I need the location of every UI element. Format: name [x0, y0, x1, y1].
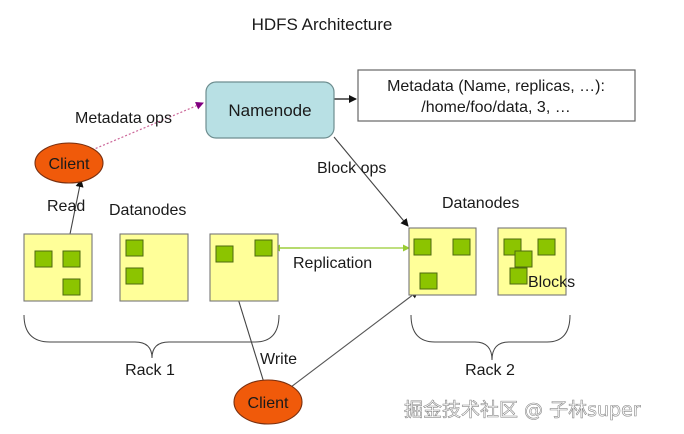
block — [62, 278, 81, 296]
metadata-ops-label: Metadata ops — [75, 110, 172, 127]
namenode-label: Namenode — [228, 101, 311, 120]
datanode-rack1-1[interactable] — [23, 233, 93, 302]
block — [254, 239, 273, 257]
watermark: 掘金技术社区 @ 子林super — [404, 399, 641, 421]
block — [537, 238, 556, 256]
block-ops-arrow — [333, 136, 409, 227]
block — [125, 267, 144, 285]
block — [452, 238, 471, 256]
client-read[interactable]: Client — [34, 142, 104, 184]
datanode-rack2-1[interactable] — [408, 227, 477, 296]
block — [215, 245, 234, 263]
block — [125, 239, 144, 257]
rack1-label: Rack 1 — [125, 362, 175, 379]
metadata-line-2: /home/foo/data, 3, … — [421, 99, 570, 116]
write-arrow-rack2 — [286, 290, 419, 391]
namenode[interactable]: Namenode — [205, 81, 335, 139]
block — [413, 238, 432, 256]
block — [514, 250, 533, 268]
client-write[interactable]: Client — [233, 379, 303, 425]
datanode-rack1-3[interactable] — [209, 233, 279, 302]
datanodes-label-rack2: Datanodes — [442, 195, 519, 212]
block — [419, 272, 438, 290]
read-label: Read — [47, 198, 85, 215]
metadata-line-1: Metadata (Name, replicas, …): — [387, 78, 605, 95]
client-write-label: Client — [248, 395, 289, 412]
metadata-box: Metadata (Name, replicas, …): /home/foo/… — [357, 69, 636, 122]
block — [62, 250, 81, 268]
metadata-ops-arrow — [91, 102, 204, 151]
block — [34, 250, 53, 268]
rack2-brace — [410, 314, 571, 361]
client-read-label: Client — [49, 156, 90, 173]
replication-label: Replication — [293, 255, 372, 272]
rack2-label: Rack 2 — [465, 362, 515, 379]
datanode-rack1-2[interactable] — [119, 233, 189, 302]
read-arrow — [68, 179, 84, 240]
block-ops-label: Block ops — [317, 160, 386, 177]
rack1-brace — [23, 314, 280, 359]
diagram-title: HDFS Architecture — [252, 15, 393, 34]
datanode-rack2-2[interactable]: Blocks — [497, 227, 575, 296]
datanodes-label-rack1: Datanodes — [109, 202, 186, 219]
blocks-label: Blocks — [528, 274, 575, 291]
write-label: Write — [260, 351, 297, 368]
block — [509, 267, 528, 285]
